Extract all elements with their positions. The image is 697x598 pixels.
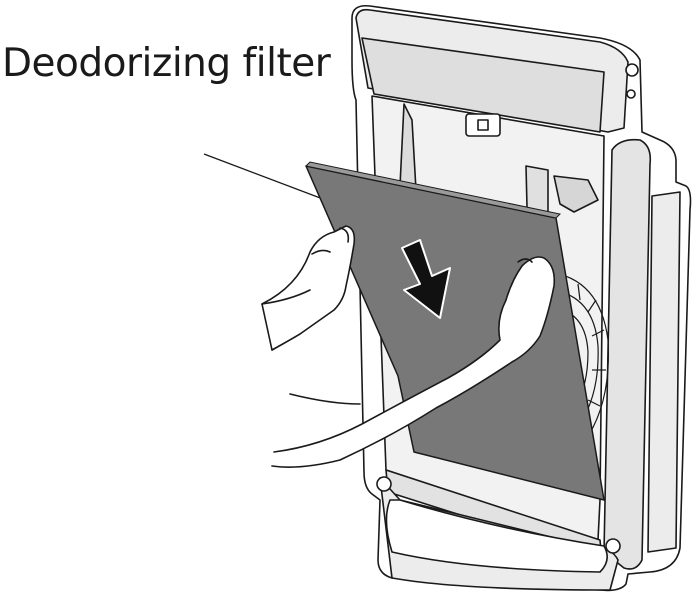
filter-edge [304, 161, 562, 219]
left-hand [261, 225, 356, 351]
down-arrow-icon [401, 239, 451, 319]
left-forearm [261, 289, 311, 351]
callout-label: Deodorizing filter [2, 41, 331, 86]
right-hand [271, 256, 556, 468]
